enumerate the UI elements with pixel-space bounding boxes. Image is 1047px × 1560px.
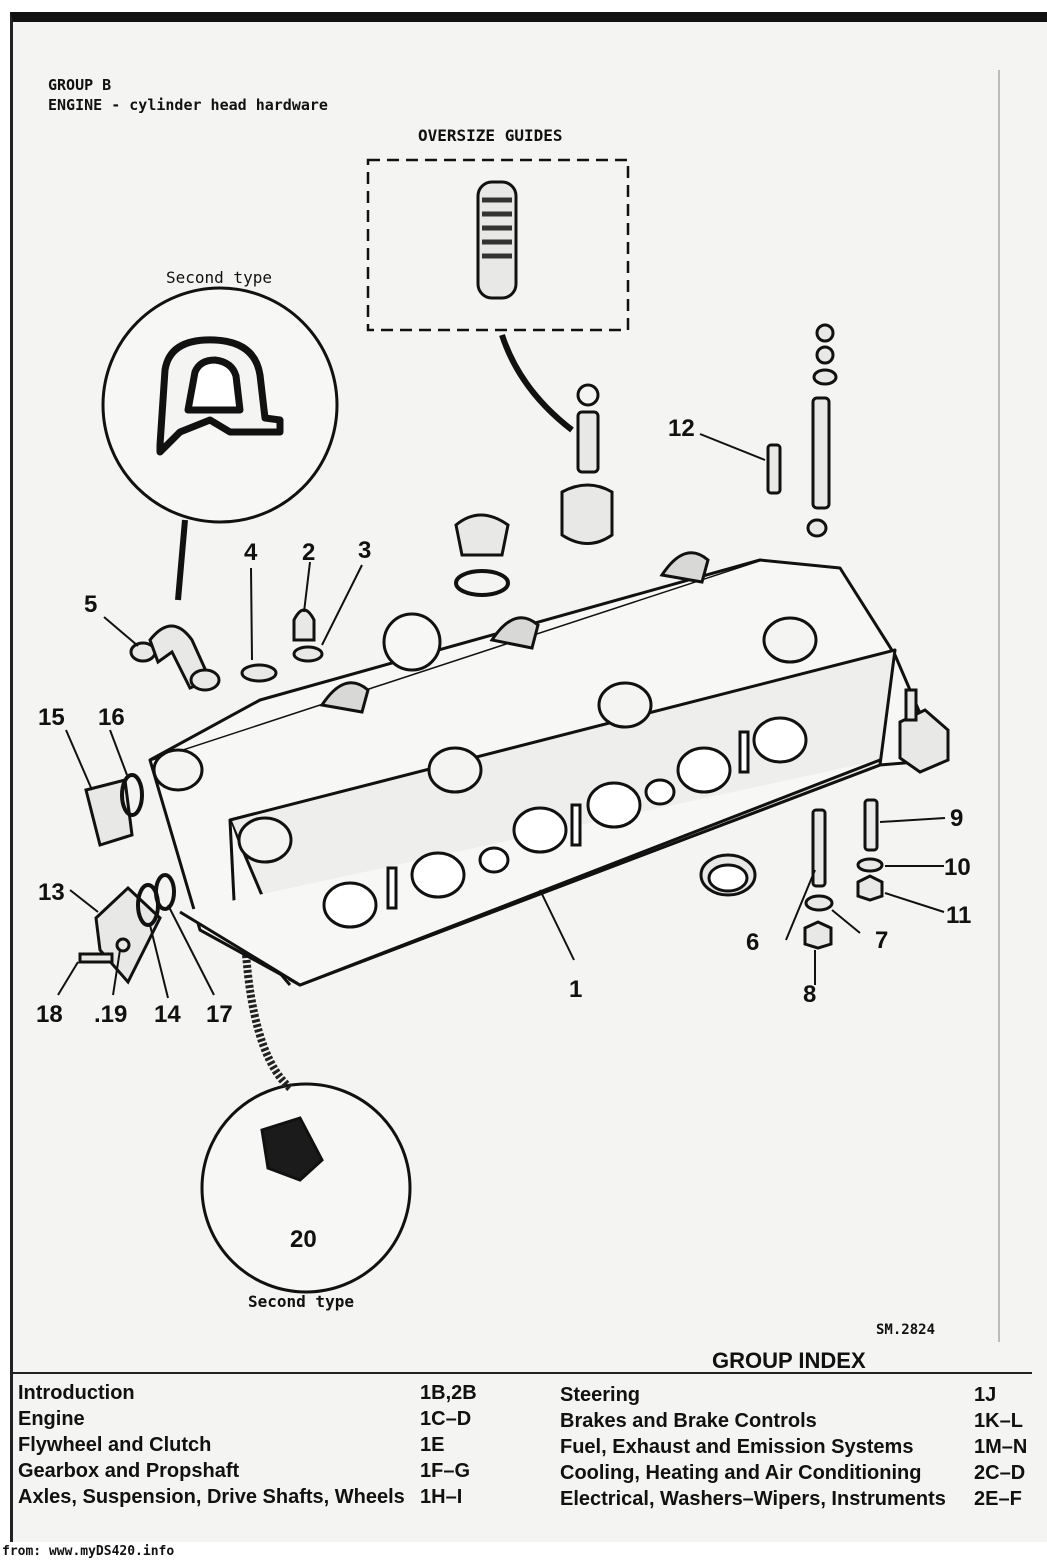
- index-item[interactable]: Flywheel and Clutch 1E: [18, 1432, 508, 1458]
- index-item-code: 1B,2B: [420, 1382, 477, 1404]
- index-item[interactable]: Cooling, Heating and Air Conditioning 2C–…: [560, 1460, 1040, 1486]
- callout-17: 17: [206, 1001, 233, 1028]
- callout-10: 10: [944, 854, 971, 881]
- callout-8: 8: [803, 981, 816, 1008]
- index-item[interactable]: Axles, Suspension, Drive Shafts, Wheels 1…: [18, 1484, 508, 1510]
- index-item[interactable]: Brakes and Brake Controls 1K–L: [560, 1408, 1040, 1434]
- callout-16: 16: [98, 704, 125, 731]
- plug-and-washer: [382, 513, 510, 672]
- leader-lines: [57, 433, 946, 999]
- nuts-and-washers-top: [240, 608, 324, 683]
- index-item-name: Engine: [18, 1408, 85, 1430]
- callout-7: 7: [875, 927, 888, 954]
- index-item[interactable]: Fuel, Exhaust and Emission Systems 1M–N: [560, 1434, 1040, 1460]
- index-item-code: 2E–F: [974, 1488, 1022, 1510]
- cylinder-head: [148, 558, 942, 987]
- index-item-name: Steering: [560, 1384, 641, 1406]
- index-item-code: 1E: [420, 1434, 445, 1456]
- part-12-stud: [766, 443, 782, 495]
- page-edge-rule: [998, 70, 1000, 1342]
- page-subtitle: ENGINE - cylinder head hardware: [48, 96, 328, 114]
- end-plate-13: [78, 873, 176, 985]
- callout-3: 3: [358, 537, 371, 564]
- callout-13: 13: [38, 879, 65, 906]
- index-item-name: Axles, Suspension, Drive Shafts, Wheels: [18, 1486, 405, 1508]
- callout-11: 11: [946, 902, 971, 929]
- index-item[interactable]: Engine 1C–D: [18, 1406, 508, 1432]
- valve-guide-parts: [560, 383, 614, 545]
- index-item-code: 1K–L: [974, 1410, 1023, 1432]
- index-item-code: 1C–D: [420, 1408, 472, 1430]
- group-index-left: Introduction 1B,2B Engine 1C–D Flywheel an…: [18, 1380, 508, 1510]
- second-type-label-bottom: Second type: [248, 1292, 354, 1311]
- oversize-guides-box: [366, 158, 630, 332]
- index-item-name: Cooling, Heating and Air Conditioning: [560, 1462, 922, 1484]
- index-divider: [12, 1372, 1032, 1374]
- index-item-name: Gearbox and Propshaft: [18, 1460, 240, 1482]
- callout-15: 15: [38, 704, 65, 731]
- tall-stud-stack: [806, 323, 838, 538]
- insert-ring: [699, 853, 757, 897]
- index-item-name: Introduction: [18, 1382, 135, 1404]
- callout-6: 6: [746, 929, 759, 956]
- port-holes: [322, 716, 808, 929]
- upper-caps: [319, 551, 710, 714]
- index-item-name: Fuel, Exhaust and Emission Systems: [560, 1436, 914, 1458]
- group-label: GROUP B: [48, 76, 112, 94]
- callout-numbers: 1 2 3 4 5 6 7 8 9 10 11 12 13 14 15 16 1…: [36, 415, 971, 1253]
- bottom-circle-leader: [236, 894, 293, 1092]
- index-item-code: 1H–I: [420, 1486, 463, 1508]
- callout-4: 4: [244, 539, 258, 566]
- index-item-code: 1M–N: [974, 1436, 1028, 1458]
- callout-19: .19: [94, 1001, 127, 1028]
- bracket-part-top: [156, 336, 284, 456]
- callout-1: 1: [569, 976, 582, 1003]
- index-item[interactable]: Electrical, Washers–Wipers, Instruments 2…: [560, 1486, 1040, 1512]
- index-item-code: 2C–D: [974, 1462, 1026, 1484]
- index-item[interactable]: Gearbox and Propshaft 1F–G: [18, 1458, 508, 1484]
- group-index-title: GROUP INDEX: [712, 1348, 866, 1373]
- index-item[interactable]: Steering 1J: [560, 1382, 1040, 1408]
- callout-20: 20: [290, 1226, 317, 1253]
- oversize-guides-label: OVERSIZE GUIDES: [418, 126, 563, 145]
- rear-block: [898, 688, 950, 774]
- second-type-label-top: Second type: [166, 268, 272, 287]
- end-plate-15: [84, 773, 144, 847]
- callout-12: 12: [668, 415, 695, 442]
- oversize-guide-part: [476, 180, 518, 300]
- index-item[interactable]: Introduction 1B,2B: [18, 1380, 508, 1406]
- cam-bearings: [152, 616, 818, 864]
- bottom-circle-part: [260, 1116, 324, 1182]
- callout-9: 9: [950, 805, 963, 832]
- right-studs: [803, 798, 884, 950]
- bracket-part-5: [129, 624, 221, 692]
- group-index-right: Steering 1J Brakes and Brake Controls 1K–L…: [560, 1382, 1040, 1512]
- cylinder-head-diagram: 1 2 3 4 5 6 7 8 9 10 11 12 13 14 15 16 1…: [36, 158, 971, 1294]
- index-item-name: Flywheel and Clutch: [18, 1434, 212, 1456]
- second-type-circle-bottom: [200, 1082, 412, 1294]
- index-item-name: Brakes and Brake Controls: [560, 1410, 817, 1432]
- callout-14: 14: [154, 1001, 181, 1028]
- oversize-leader: [499, 334, 574, 433]
- index-item-code: 1J: [974, 1384, 997, 1406]
- top-circle-leader: [175, 519, 188, 601]
- callout-5: 5: [84, 591, 97, 618]
- source-url: from: www.myDS420.info: [2, 1544, 175, 1559]
- index-item-name: Electrical, Washers–Wipers, Instruments: [560, 1488, 946, 1510]
- callout-2: 2: [302, 539, 315, 566]
- diagram-reference: SM.2824: [876, 1322, 936, 1338]
- index-item-code: 1F–G: [420, 1460, 471, 1482]
- callout-18: 18: [36, 1001, 63, 1028]
